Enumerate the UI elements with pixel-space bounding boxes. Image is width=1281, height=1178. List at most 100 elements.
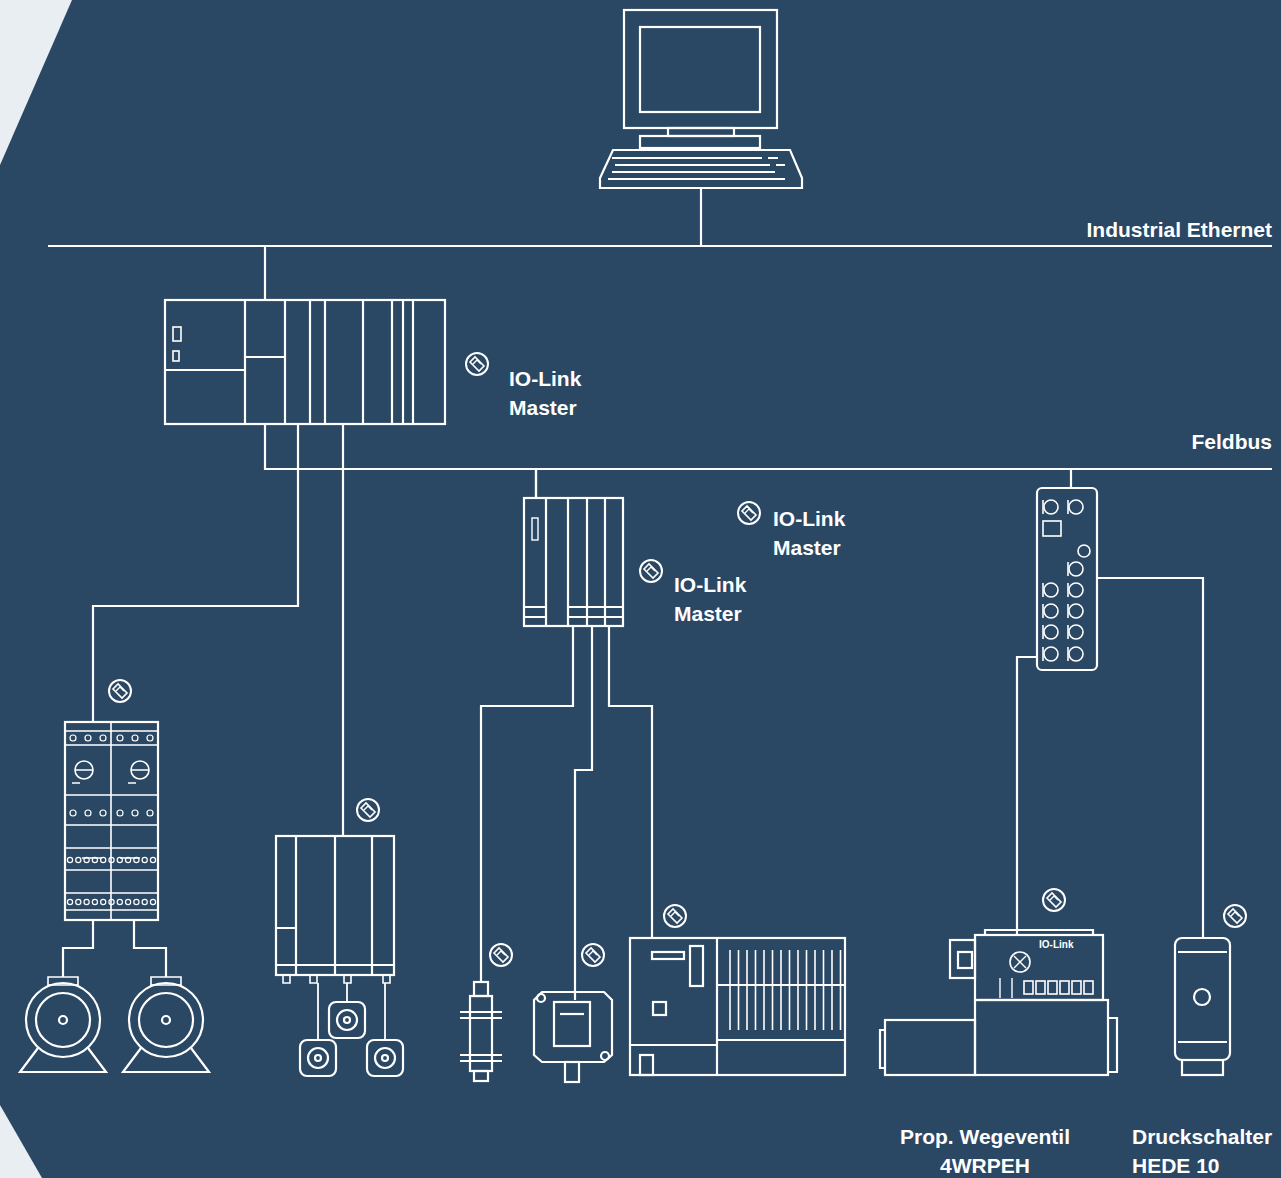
terminal xyxy=(70,810,76,816)
led xyxy=(1036,981,1045,994)
terminal xyxy=(117,899,122,904)
plc xyxy=(165,300,445,424)
wire xyxy=(1017,578,1203,938)
terminal xyxy=(134,857,139,862)
device-label: IO-Link Master xyxy=(509,364,599,422)
fin xyxy=(814,950,816,1030)
fin xyxy=(755,950,757,1030)
led xyxy=(1060,981,1069,994)
terminal xyxy=(109,857,114,862)
terminal xyxy=(134,899,139,904)
fin xyxy=(772,950,774,1030)
fin xyxy=(780,950,782,1030)
bus-label: Industrial Ethernet xyxy=(1086,217,1272,243)
io-link-symbol xyxy=(109,353,1246,966)
port xyxy=(1044,583,1058,597)
motor-starter xyxy=(63,722,166,977)
motor xyxy=(20,977,209,1072)
fin xyxy=(763,950,765,1030)
corner-shape xyxy=(0,0,72,165)
port xyxy=(1069,625,1083,639)
terminal xyxy=(76,857,81,862)
corner-shape xyxy=(0,1105,42,1178)
wire xyxy=(93,424,343,836)
terminal xyxy=(101,899,106,904)
bus-label: Feldbus xyxy=(1191,429,1272,455)
terminal xyxy=(85,810,91,816)
terminal xyxy=(142,857,147,862)
device-node: Druckschalter HEDE 10 xyxy=(1175,938,1230,1075)
terminal xyxy=(150,857,155,862)
terminal xyxy=(150,899,155,904)
ethernet-line xyxy=(48,245,1272,247)
device-label: IO-Link Master xyxy=(674,570,764,628)
terminal xyxy=(142,899,147,904)
port xyxy=(1069,604,1083,618)
fieldbus-connector xyxy=(265,424,536,498)
terminal xyxy=(67,857,72,862)
fin xyxy=(797,950,799,1030)
terminal xyxy=(84,899,89,904)
led xyxy=(1072,981,1081,994)
port xyxy=(1069,647,1083,661)
fin xyxy=(840,950,842,1030)
led xyxy=(1048,981,1057,994)
terminal xyxy=(117,810,123,816)
terminal xyxy=(132,810,138,816)
remote-io xyxy=(524,469,623,626)
port xyxy=(1069,562,1083,576)
fin xyxy=(746,950,748,1030)
drive xyxy=(276,836,403,1076)
terminal xyxy=(92,899,97,904)
terminal xyxy=(147,810,153,816)
terminal xyxy=(67,899,72,904)
sensor-box xyxy=(534,992,612,1082)
fin xyxy=(738,950,740,1030)
terminal xyxy=(117,857,122,862)
port xyxy=(1044,647,1058,661)
port xyxy=(1044,500,1058,514)
module-label: IO-Link xyxy=(1039,939,1073,951)
device-node: IO-Link Master xyxy=(165,300,445,424)
device-label: IO-Link Master xyxy=(773,504,863,562)
terminal xyxy=(126,899,131,904)
terminal xyxy=(92,857,97,862)
terminal xyxy=(132,735,138,741)
pressure-switch xyxy=(1175,938,1230,1075)
led xyxy=(1024,981,1033,994)
terminal xyxy=(85,735,91,741)
terminal xyxy=(70,735,76,741)
fin xyxy=(789,950,791,1030)
fin xyxy=(806,950,808,1030)
terminal xyxy=(109,899,114,904)
port xyxy=(1044,625,1058,639)
port xyxy=(1069,583,1083,597)
device-node: IO-Link MasterIO-Link Master xyxy=(524,498,623,626)
device-node: IO-LinkProp. Wegeventil 4WRPEH xyxy=(975,935,1103,1000)
terminal xyxy=(101,857,106,862)
io-link-hub xyxy=(1037,469,1097,670)
wire xyxy=(481,626,652,1000)
small-plc xyxy=(630,938,845,1075)
fin xyxy=(729,950,731,1030)
proportional-valve xyxy=(880,930,1117,1075)
terminal xyxy=(76,899,81,904)
port xyxy=(1044,604,1058,618)
terminal xyxy=(100,735,106,741)
terminal xyxy=(126,857,131,862)
terminal xyxy=(117,735,123,741)
terminal xyxy=(84,857,89,862)
terminal xyxy=(147,735,153,741)
port xyxy=(1069,500,1083,514)
device-label: Prop. Wegeventil 4WRPEH xyxy=(870,1122,1100,1178)
proximity-sensor xyxy=(460,982,502,1081)
terminal xyxy=(100,810,106,816)
fin xyxy=(831,950,833,1030)
wire xyxy=(264,246,266,300)
device-label: Druckschalter HEDE 10 xyxy=(1132,1122,1272,1178)
led xyxy=(1084,981,1093,994)
fin xyxy=(823,950,825,1030)
computer xyxy=(600,10,802,246)
